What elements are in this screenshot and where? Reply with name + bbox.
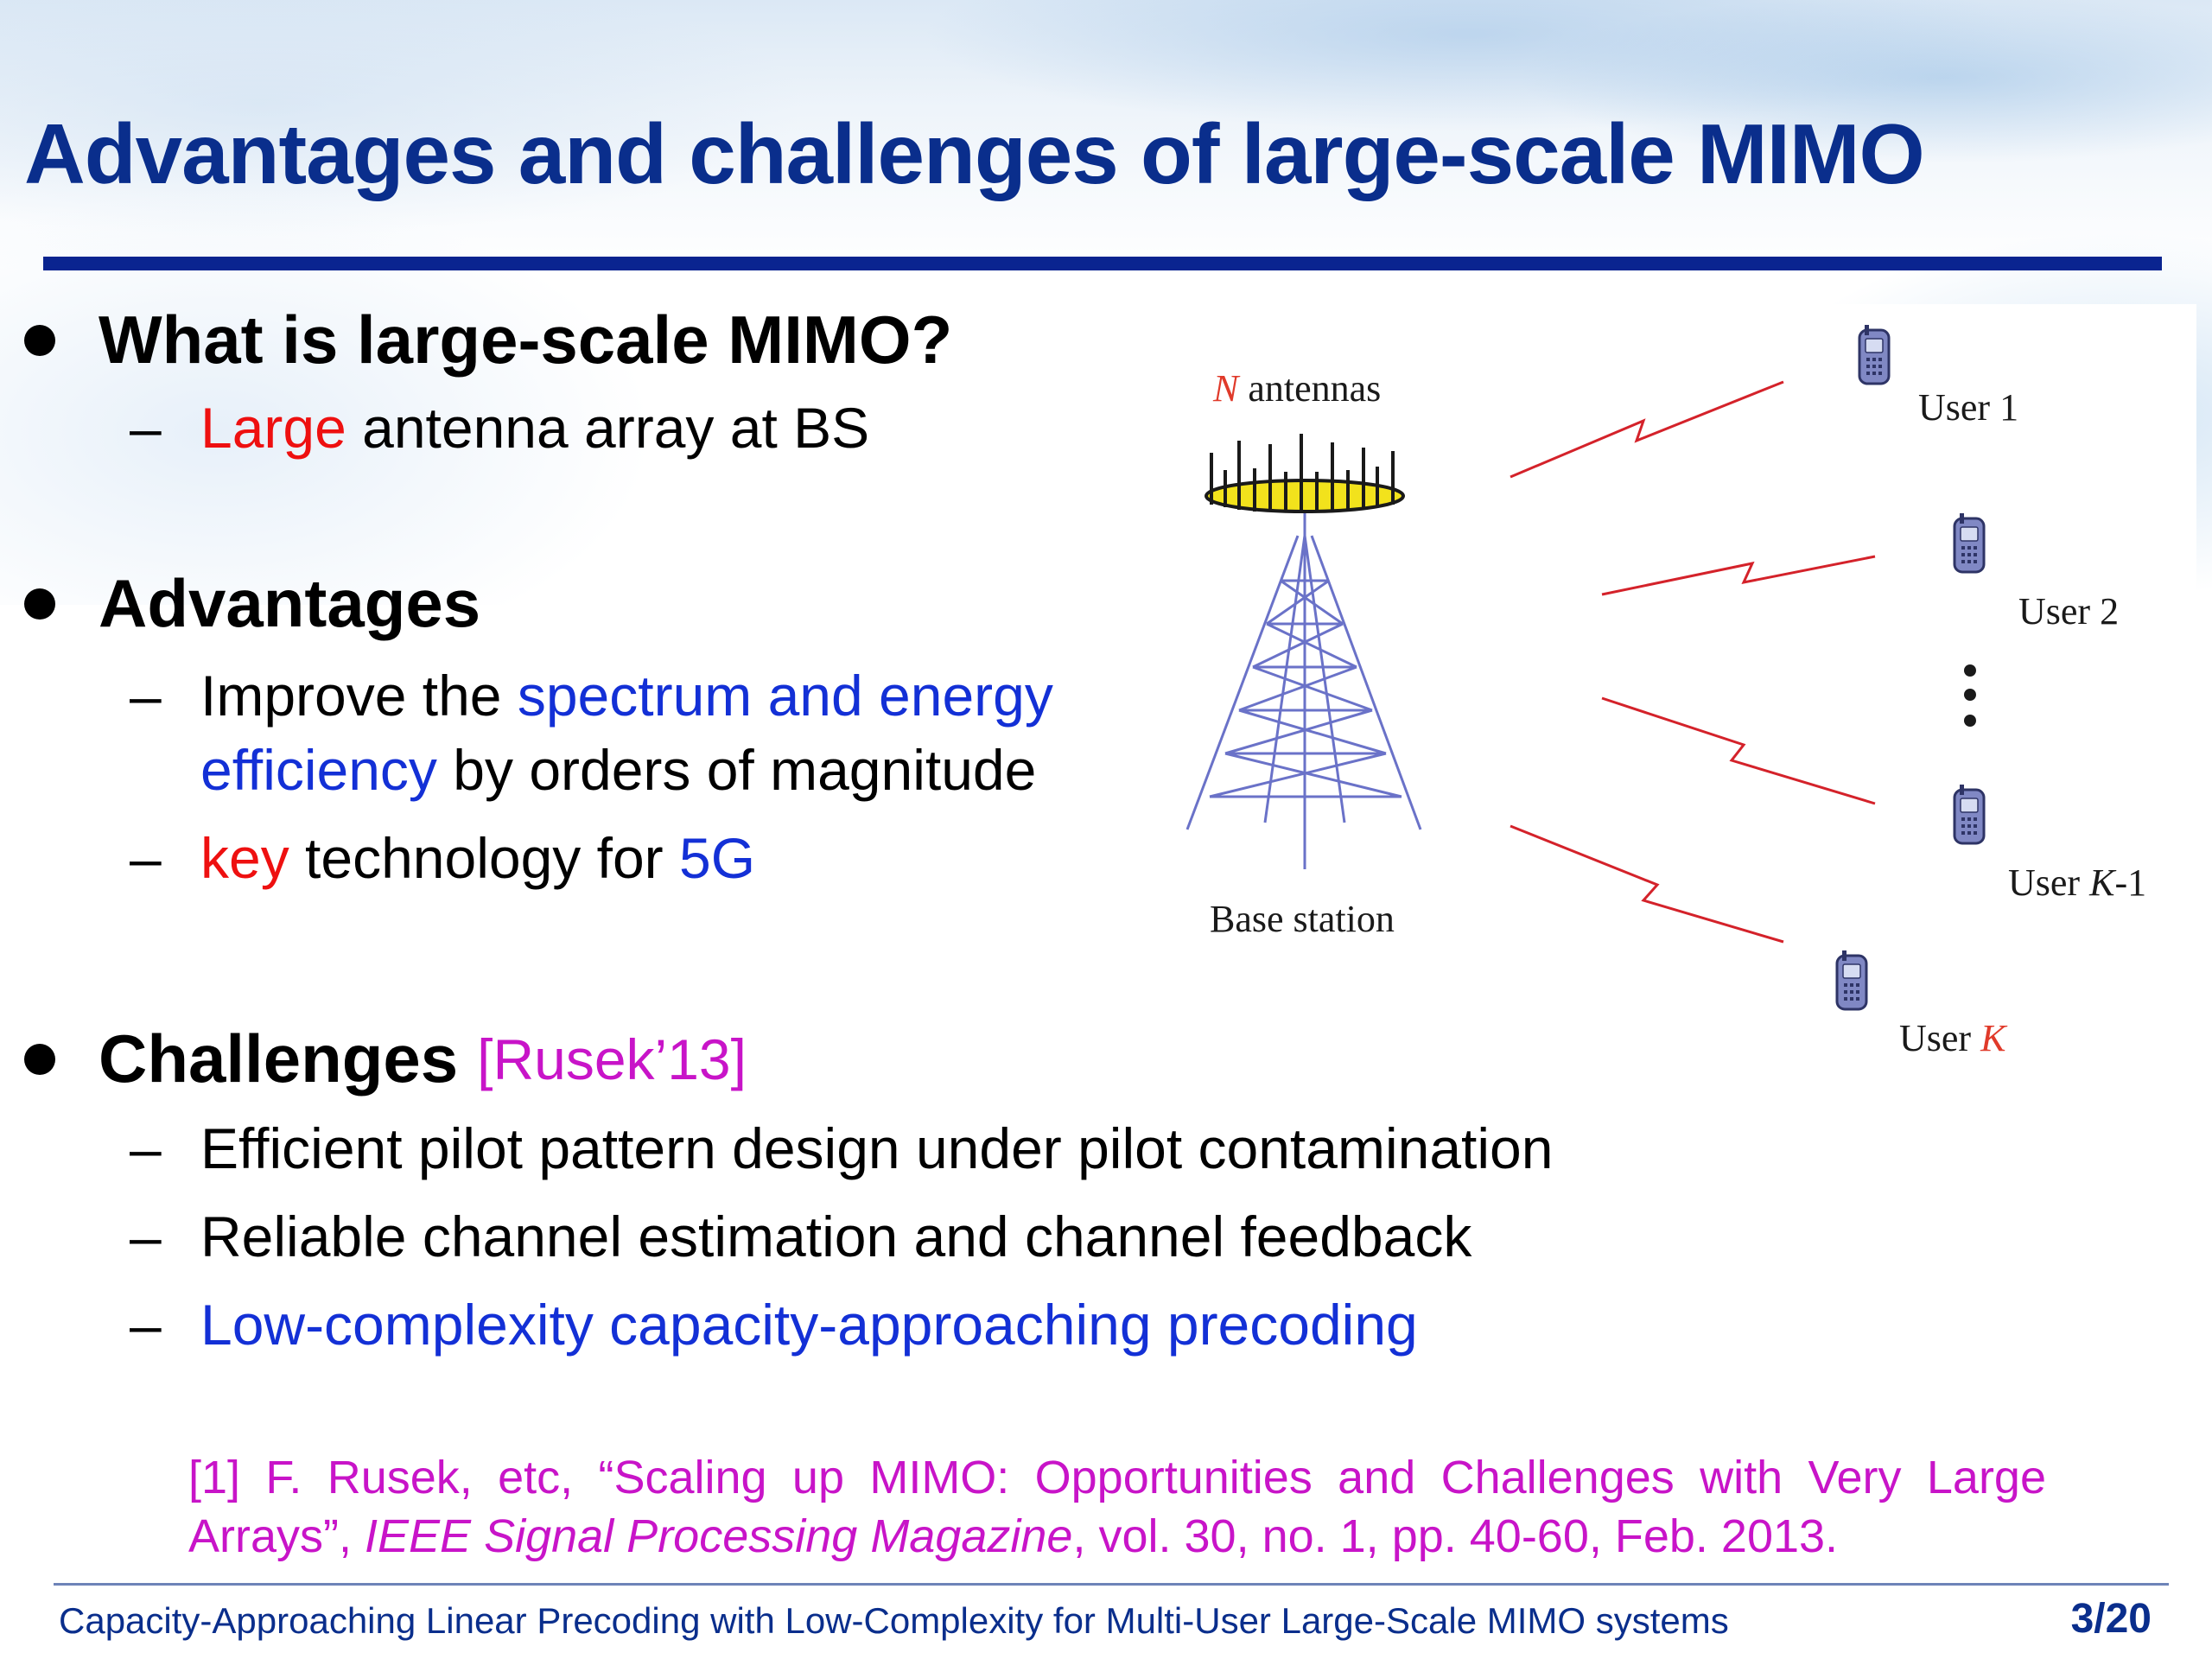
subitem-efficiency: – Improve the spectrum and energy efficie…	[130, 658, 1151, 807]
subitem-large-antenna: – Large antenna array at BS	[130, 391, 869, 465]
bullet-dot	[24, 588, 55, 620]
subitem-text: technology for	[289, 826, 679, 890]
dash-marker: –	[130, 826, 162, 890]
signal-links	[1510, 380, 1876, 944]
antenna-array	[1205, 434, 1405, 513]
bullet-dot	[24, 324, 55, 356]
reference-text: [1] F. Rusek, etc, “Scaling up MIMO: Opp…	[188, 1452, 2046, 1562]
bullet-what-is: What is large-scale MIMO?	[24, 301, 952, 379]
highlight-large: Large	[200, 396, 346, 460]
bullet-advantages: Advantages	[24, 564, 480, 643]
subitem-text: antenna array at BS	[346, 396, 870, 460]
highlight-key: key	[200, 826, 289, 890]
reference-citation: [1] F. Rusek, etc, “Scaling up MIMO: Opp…	[188, 1448, 2046, 1566]
signal-bolt-user1	[1510, 380, 1784, 479]
user-k-phone	[1835, 949, 1868, 1011]
bullet-heading: What is large-scale MIMO?	[99, 302, 953, 378]
user-2-phone	[1953, 512, 1986, 574]
subitem-text: Improve the	[200, 664, 518, 728]
bullet-heading: Advantages	[99, 565, 481, 641]
dash-marker: –	[130, 396, 162, 460]
highlight-5g: 5G	[679, 826, 756, 890]
antennas-label: N antennas	[1212, 367, 1381, 410]
subitem-text: Efficient pilot pattern design under pil…	[200, 1116, 1554, 1180]
user-k-minus-1-phone	[1953, 783, 1986, 845]
mimo-diagram: N antennas	[1185, 323, 2146, 1059]
highlight-efficiency: efficiency	[200, 738, 437, 802]
bullet-challenges: Challenges [Rusek’13]	[24, 1020, 747, 1098]
user-1-phone	[1858, 323, 1891, 385]
subitem-pilot-design: – Efficient pilot pattern design under p…	[130, 1111, 1553, 1185]
subitem-text: Reliable channel estimation and channel …	[200, 1205, 1472, 1268]
page-number: 3/20	[2070, 1596, 2152, 1642]
signal-bolt-userk	[1510, 824, 1784, 944]
vertical-ellipsis	[1964, 664, 1976, 727]
dash-marker: –	[130, 1293, 162, 1357]
subitem-text: by orders of magnitude	[436, 738, 1037, 802]
signal-bolt-user2	[1601, 555, 1876, 596]
mimo-system-figure: N antennas	[1160, 304, 2196, 1099]
title-underline	[43, 257, 2162, 270]
signal-bolt-userk1	[1601, 696, 1876, 805]
user-k-label: User K	[1899, 1017, 2008, 1059]
highlight-spectrum-energy: spectrum and energy	[517, 664, 1053, 728]
dash-marker: –	[130, 1116, 162, 1180]
dash-marker: –	[130, 664, 162, 728]
bullet-dot	[24, 1043, 55, 1075]
reference-journal: IEEE Signal Processing Magazine	[365, 1510, 1073, 1562]
citation-rusek: [Rusek’13]	[477, 1027, 747, 1091]
footer-rule	[54, 1583, 2169, 1586]
slide-title: Advantages and challenges of large-scale…	[24, 106, 1925, 201]
subitem-text-highlight: Low-complexity capacity-approaching prec…	[200, 1293, 1418, 1357]
base-station-label: Base station	[1210, 898, 1395, 940]
subitem-channel-estimation: – Reliable channel estimation and channe…	[130, 1199, 1471, 1274]
footer-talk-title: Capacity-Approaching Linear Precoding wi…	[59, 1600, 1729, 1641]
subitem-key-5g: – key technology for 5G	[130, 821, 755, 895]
dash-marker: –	[130, 1205, 162, 1268]
bullet-heading: Challenges	[99, 1020, 459, 1096]
user-2-label: User 2	[2018, 590, 2119, 632]
subitem-precoding: – Low-complexity capacity-approaching pr…	[130, 1287, 1418, 1362]
base-station-tower	[1185, 513, 1422, 869]
user-k-minus-1-label: User K-1	[2008, 861, 2146, 904]
reference-text-end: , vol. 30, no. 1, pp. 40-60, Feb. 2013.	[1072, 1510, 1839, 1562]
user-1-label: User 1	[1918, 386, 2018, 429]
